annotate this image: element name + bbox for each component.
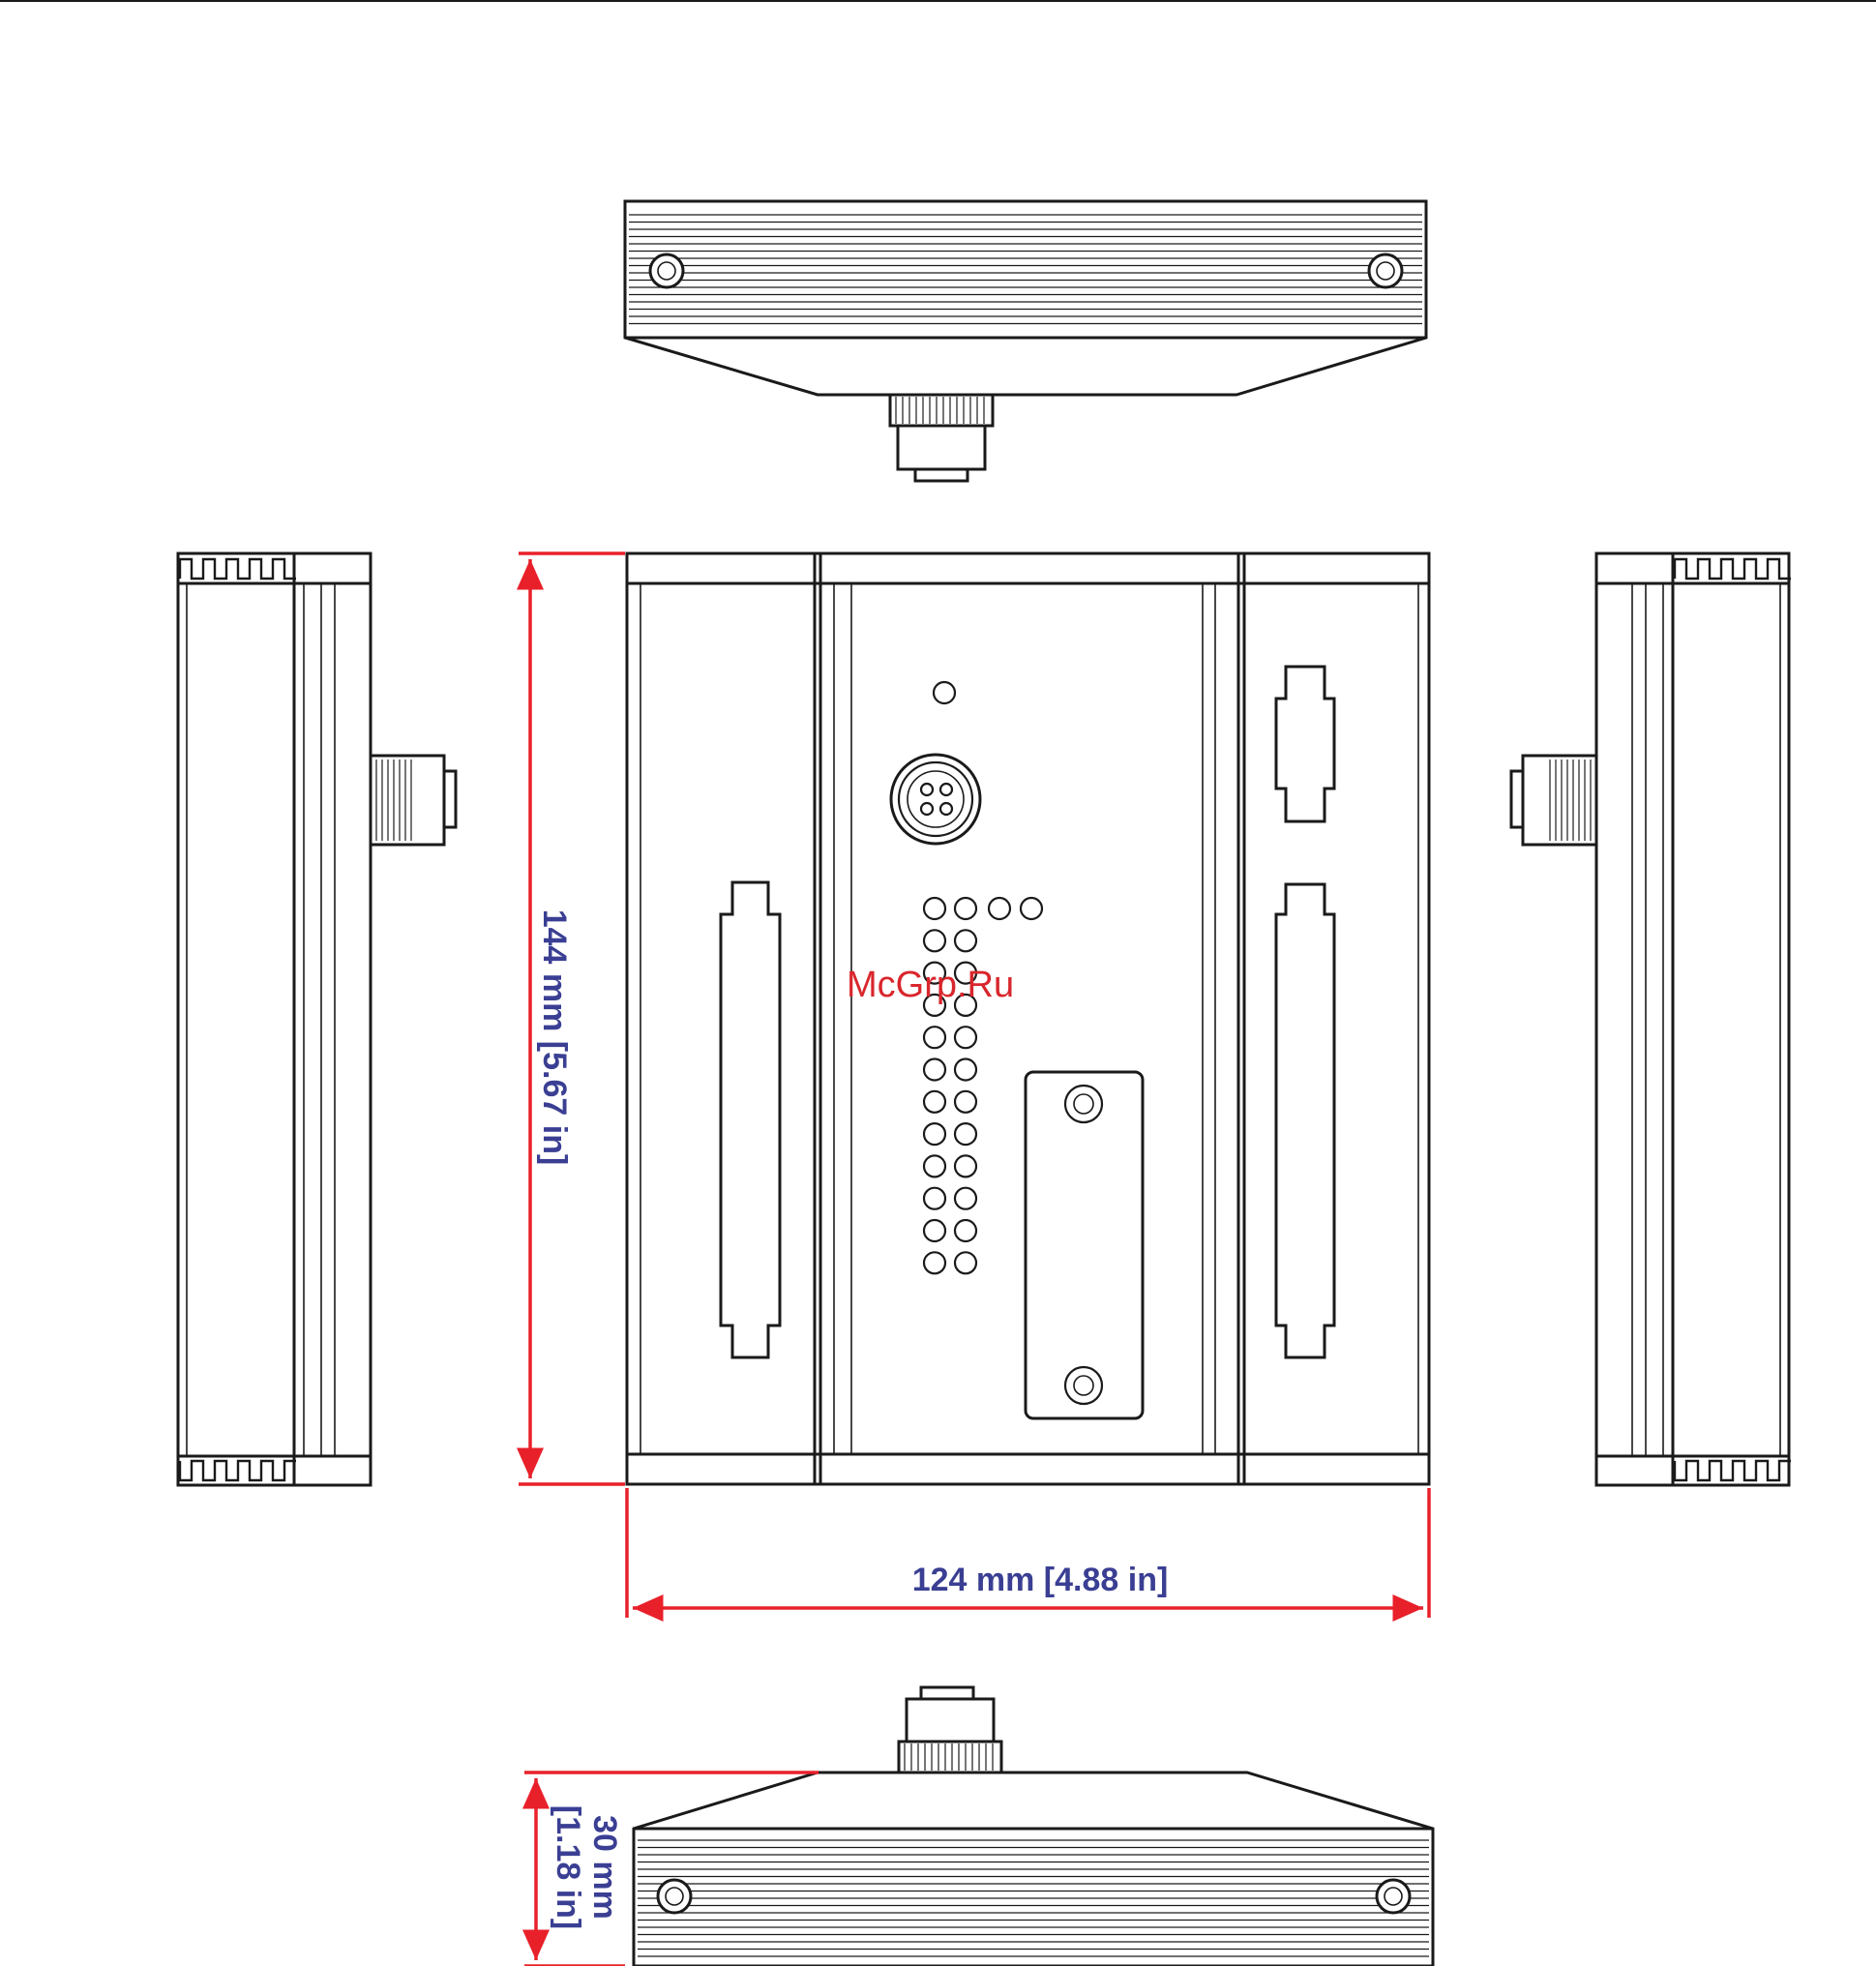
screw-right [1377,1880,1410,1913]
watermark: McGrp.Ru [847,965,1014,1005]
width-dimension: 124 mm [4.88 in] [627,1488,1429,1618]
din-rail-slot-right-upper [1276,667,1334,821]
screw-left [650,254,683,287]
depth-label-line1: 30 mm [586,1815,623,1920]
din-rail-slot-left [721,882,780,1357]
height-dimension: 144 mm [5.67 in] [519,553,625,1484]
power-connector-right [1511,756,1596,845]
front-view [627,553,1429,1484]
power-connector-top [890,395,993,481]
din-rail-slot-right-lower [1276,884,1334,1357]
power-input-connector [891,755,980,844]
bottom-view [634,1687,1433,1966]
right-side-view [1511,553,1791,1485]
power-connector-bottom [899,1687,1001,1772]
screw-right [1369,254,1402,287]
port-cover-plate [1026,1072,1143,1418]
screw-left [658,1880,691,1913]
top-view [625,201,1426,481]
power-connector-left [371,756,456,845]
height-label: 144 mm [5.67 in] [536,909,573,1166]
depth-label-line2: [1.18 in] [550,1805,586,1929]
width-label: 124 mm [4.88 in] [912,1562,1169,1598]
left-side-view [178,553,456,1485]
